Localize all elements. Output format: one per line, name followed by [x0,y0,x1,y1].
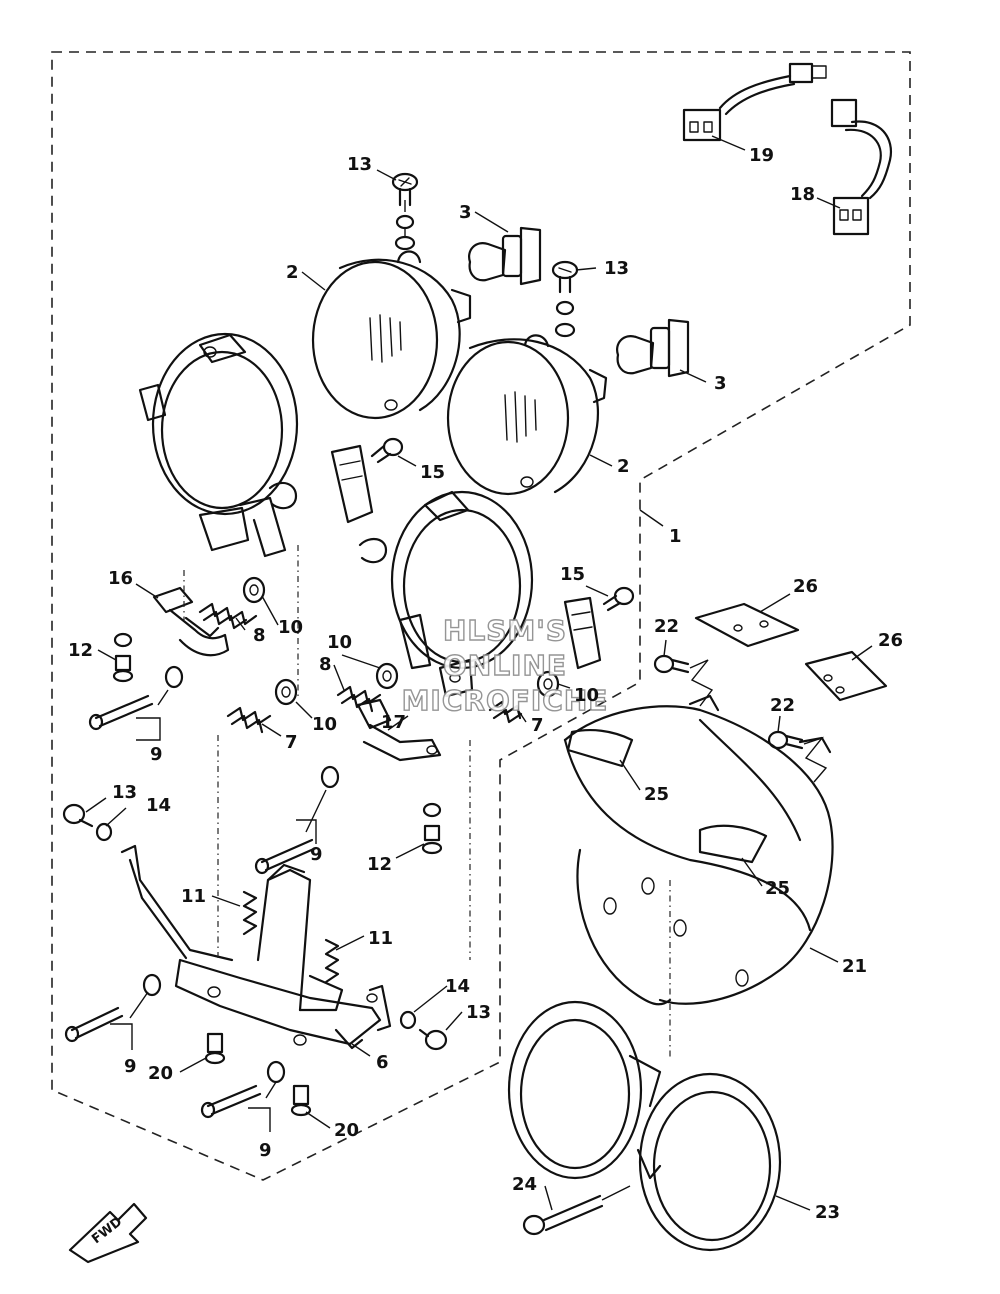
headlight-housing-21 [563,694,834,1006]
spring-11-left [242,890,258,936]
callout-13-left: 13 [112,782,137,803]
callout-9-c: 9 [124,1056,137,1077]
bolt-12-left [112,632,134,683]
callout-8-left: 8 [253,625,266,646]
callout-26-lower: 26 [878,630,903,651]
callout-14-left: 14 [146,795,171,816]
callout-21: 21 [842,956,867,977]
plate-26-lower [804,650,888,702]
bolt-9-d [200,1060,286,1119]
adjuster-nut-10a [242,576,266,604]
wire-harness-18 [830,98,893,236]
callout-9-d: 9 [259,1140,272,1161]
callout-26-upper: 26 [793,576,818,597]
adjuster-nut-10b [375,662,399,690]
callout-14-right: 14 [445,976,470,997]
spring-8-left [198,602,258,630]
callout-22-upper: 22 [654,616,679,637]
callout-23: 23 [815,1202,840,1223]
callout-15-top: 15 [420,462,445,483]
callout-7-left: 7 [285,732,298,753]
callout-3-upper: 3 [459,202,472,223]
pad-25-left [566,729,634,768]
callout-7-right: 7 [531,715,544,736]
callout-13-right: 13 [604,258,629,279]
callout-13-top: 13 [347,154,372,175]
watermark-line-1: HLSM'S [443,614,567,647]
callout-11-right: 11 [368,928,393,949]
watermark-line-3: MICROFICHE [402,684,609,717]
left-light-bracket [138,332,299,558]
callout-19: 19 [749,145,774,166]
callout-8-right: 8 [319,654,332,675]
bolt-9-b [254,765,340,875]
callout-11-left: 11 [181,886,206,907]
screw-stack-right [551,260,579,338]
bulb-upper [468,226,542,286]
callout-10-a: 10 [278,617,303,638]
screw-15-top [370,437,404,464]
callout-9-b: 9 [310,844,323,865]
forward-direction-arrow: FWD [68,1202,148,1264]
rim-ring-23 [507,1000,782,1252]
watermark-line-2: ONLINE [443,649,567,682]
screw-13-right [399,1010,448,1051]
callout-10-d: 10 [574,685,599,706]
bolt-9-a [88,665,184,731]
spring-8-right [336,685,382,713]
adjuster-plate-left [330,444,374,524]
callout-25-right: 25 [765,878,790,899]
screw-13-left [62,803,113,842]
screw-22-lower [767,730,828,783]
adjuster-plate-right [563,596,602,670]
adjuster-bracket-16 [152,586,230,657]
callout-10-c: 10 [312,714,337,735]
callout-10-b: 10 [327,632,352,653]
callout-2-upper: 2 [286,262,299,283]
adjuster-bracket-17 [356,698,442,762]
bolt-24 [522,1185,631,1236]
callout-6: 6 [376,1052,389,1073]
callout-15-right: 15 [560,564,585,585]
bolt-12-right [421,802,443,855]
adjuster-nut-10c [274,678,298,706]
screw-stack-top [391,172,419,251]
callout-13-bottom: 13 [466,1002,491,1023]
callout-20-left: 20 [148,1063,173,1084]
bolt-20-left [204,1032,226,1065]
spring-7-left [226,706,272,734]
callout-9-a: 9 [150,744,163,765]
callout-12-left: 12 [68,640,93,661]
callout-labels: 13 3 2 13 3 2 1 19 18 15 15 16 12 8 10 1… [68,145,903,1223]
wire-harness-19 [682,62,827,142]
plate-26-upper [694,602,800,648]
right-light-bracket [358,490,534,698]
callout-17: 17 [381,712,406,733]
callout-25-left: 25 [644,784,669,805]
main-bracket-6 [120,844,392,1050]
headlight-unit-upper [311,250,472,420]
leader-lines [85,135,873,1211]
spring-11-right [324,938,340,984]
screw-15-right [602,586,635,612]
callout-24: 24 [512,1174,537,1195]
bolt-9-c [64,973,162,1043]
callout-3-lower: 3 [714,373,727,394]
watermark: HLSM'S ONLINE MICROFICHE [401,613,609,717]
bulb-lower [616,318,690,378]
callout-1: 1 [669,526,682,547]
callout-12-right: 12 [367,854,392,875]
callout-22-lower: 22 [770,695,795,716]
callout-16: 16 [108,568,133,589]
headlight-unit-lower [446,334,608,496]
callout-18: 18 [790,184,815,205]
bolt-20-right [290,1084,312,1117]
callout-2-lower: 2 [617,456,630,477]
pad-25-right [698,824,768,864]
callout-20-right: 20 [334,1120,359,1141]
assembly-boundary [51,51,911,1181]
